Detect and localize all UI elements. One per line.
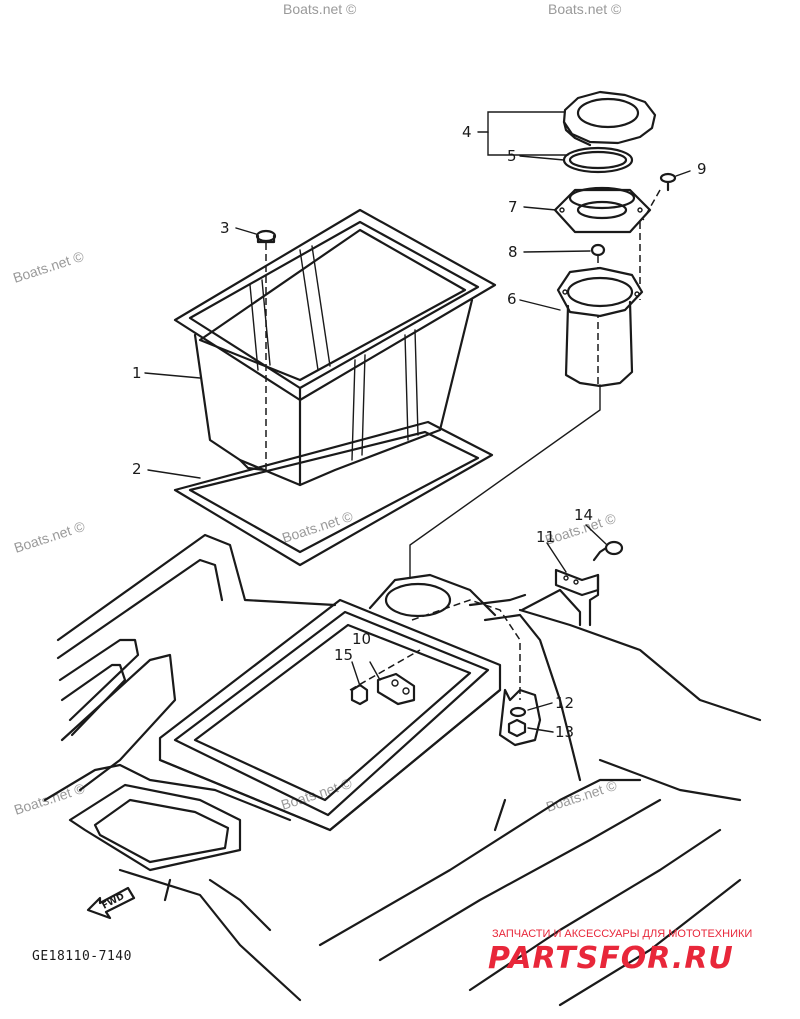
callout-2: 2 (132, 460, 142, 478)
callout-15: 15 (334, 646, 353, 664)
storage-box (173, 208, 497, 487)
canister-deck-opening (368, 573, 497, 618)
callout-3: 3 (220, 219, 230, 237)
leader-lines (144, 111, 691, 733)
watermark-text: Boats.net © (283, 1, 357, 17)
callout-10: 10 (352, 630, 371, 648)
filler-cap (562, 90, 657, 147)
drawing-code: GE18110-7140 (32, 949, 132, 964)
callout-labels: 1 2 3 4 5 6 7 8 9 10 11 12 13 14 15 (132, 123, 707, 741)
forward-arrow-icon: FWD (86, 886, 136, 920)
callout-8: 8 (508, 243, 518, 261)
brand-tagline: ЗАПЧАСТИ И АКСЕССУАРЫ ДЛЯ МОТОТЕХНИКИ (492, 928, 752, 940)
watermark-text: Boats.net © (12, 780, 87, 818)
washer-and-nut (498, 688, 542, 747)
canister (409, 266, 644, 579)
watermark-text: Boats.net © (11, 248, 86, 286)
box-gasket (173, 420, 494, 567)
grommet (590, 243, 606, 385)
watermark-group: Boats.net © Boats.net © Boats.net © Boat… (11, 1, 622, 818)
callout-5: 5 (507, 147, 517, 165)
callout-7: 7 (508, 198, 518, 216)
rivet (255, 229, 277, 470)
watermark-text: Boats.net © (279, 775, 354, 813)
bracket (520, 568, 600, 627)
watermark-text: Boats.net © (12, 518, 87, 556)
screw (639, 172, 677, 300)
watermark-text: Boats.net © (544, 777, 619, 815)
hatch-frame (158, 598, 502, 832)
callout-4: 4 (462, 123, 472, 141)
brand-name: PARTSFOR.RU (488, 941, 734, 976)
callout-11: 11 (536, 528, 555, 546)
callout-14: 14 (574, 506, 593, 524)
hull-deck (43, 533, 762, 1007)
callout-1: 1 (132, 364, 142, 382)
callout-6: 6 (507, 290, 517, 308)
filler-flange (553, 186, 652, 234)
callout-13: 13 (555, 723, 574, 741)
fastener-guide-line (411, 599, 521, 700)
fastener-guide-line (349, 649, 421, 691)
bolt (592, 540, 624, 562)
callout-12: 12 (555, 694, 574, 712)
brand-logo: ЗАПЧАСТИ И АКСЕССУАРЫ ДЛЯ МОТОТЕХНИКИ PA… (488, 928, 752, 976)
watermark-text: Boats.net © (548, 1, 622, 17)
nut-plate (376, 672, 416, 706)
o-ring (562, 146, 634, 174)
callout-9: 9 (697, 160, 707, 178)
